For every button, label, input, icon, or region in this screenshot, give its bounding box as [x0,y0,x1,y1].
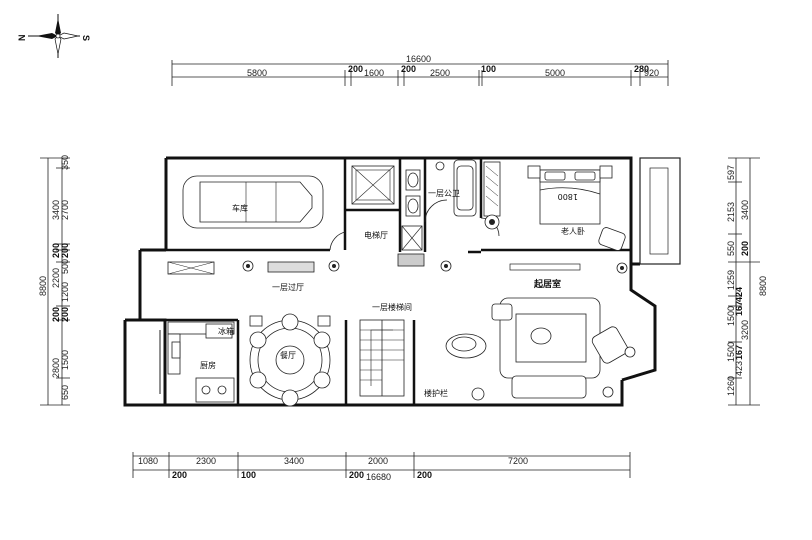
dim-top-4: 2500 [430,68,450,78]
dim-left-11: 1500 [60,350,70,370]
dim-left-1: 3400 [51,200,61,220]
dim-bottom-0: 1080 [138,456,158,466]
bottom-dimension-chain: 1080 2300 3400 2000 7200 200 100 200 166… [132,452,631,482]
dim-bottom-lower-3: 200 [417,470,432,480]
staircase [359,319,405,397]
partition-walls [167,260,628,275]
dim-bottom-1: 2300 [196,456,216,466]
dim-left-4: 200 [60,243,70,258]
closet [483,161,501,230]
exterior-walls [123,156,681,407]
left-dimension-chain: 8800 350 3400 2700 200 200 500 2200 1200… [38,155,70,406]
dim-left-10: 2800 [51,358,61,378]
dim-top-5: 100 [481,64,496,74]
room-stair: 一层楼梯间 [372,302,412,312]
bed-icon [527,165,613,225]
dim-right-3: 550 [726,241,736,256]
kitchen-fixtures [159,321,235,403]
dim-top-0: 5800 [247,68,267,78]
dim-left-12: 650 [60,385,70,400]
dim-top-6: 5000 [545,68,565,78]
room-garage: 车库 [232,203,248,213]
compass-south-label: S [81,35,91,41]
dim-left-2: 2700 [60,200,70,220]
dim-left-3: 200 [51,243,61,258]
top-dimension-chain: 16600 5800 200 1600 200 2500 100 5000 28… [171,54,669,86]
dim-left-7: 1200 [60,282,70,302]
dim-top-2: 1600 [364,68,384,78]
dim-bottom-lower-2: 200 [349,470,364,480]
dim-left-total: 8800 [38,276,48,296]
dim-top-7: 280 [634,64,649,74]
dim-top-1: 200 [348,64,363,74]
compass-north-label: N [17,35,27,42]
dim-left-9: 200 [60,307,70,322]
dim-bottom-2: 3400 [284,456,304,466]
dim-left-5: 500 [60,259,70,274]
shaft-box [397,225,425,267]
room-bathroom: 一层公卫 [428,189,460,198]
living-room-furniture [445,297,636,401]
dim-right-6: 424 [734,287,744,302]
dim-right-4: 200 [740,241,750,256]
dim-right-11: 3200 [740,320,750,340]
dim-bottom-4: 7200 [508,456,528,466]
armchair-icon [598,227,626,251]
dim-right-5: 1259 [726,270,736,290]
dim-bottom-lower-1: 100 [241,470,256,480]
interior-walls [166,158,631,405]
room-hall: 一层过厅 [272,282,304,292]
dim-top-8: 920 [644,68,659,78]
door-arc [329,231,346,251]
dim-top-total: 16600 [406,54,431,64]
right-dimension-chain: 597 2153 3400 550 200 1259 424 1500 167 … [726,157,768,406]
dim-left-0: 350 [60,155,70,170]
bathroom-fixtures [405,159,500,237]
dim-right-12: 1260 [726,376,736,396]
dim-right-13: 423 [734,361,744,376]
room-kitchen: 厨房 [200,360,216,370]
dim-right-8: 167 [734,301,744,316]
dim-right-10: 167 [734,345,744,360]
bed-size-label: 1800 [558,192,578,201]
dim-left-6: 2200 [51,268,61,288]
dining-table-icon [249,313,331,407]
dim-top-3: 200 [401,64,416,74]
dim-bottom-lower-0: 200 [172,470,187,480]
room-elder-bedroom: 老人卧 [561,226,585,236]
room-living: 起居室 [533,278,561,290]
rail-label: 楼护栏 [424,388,448,398]
car-icon [182,175,324,229]
dim-right-9: 1500 [726,342,736,362]
dim-right-1: 2153 [726,202,736,222]
dim-bottom-3: 2000 [368,456,388,466]
elevator-icon [351,165,395,205]
compass-icon: N S [17,14,91,58]
dim-right-total: 8800 [758,276,768,296]
dim-right-0: 597 [726,165,736,180]
dim-right-2: 3400 [740,200,750,220]
fridge-label: 冰箱 [218,326,234,336]
room-elevator-hall: 电梯厅 [364,230,388,240]
dim-bottom-total: 16680 [366,472,391,482]
dim-left-8: 200 [51,307,61,322]
dim-right-7: 1500 [726,306,736,326]
room-dining: 餐厅 [280,351,296,360]
